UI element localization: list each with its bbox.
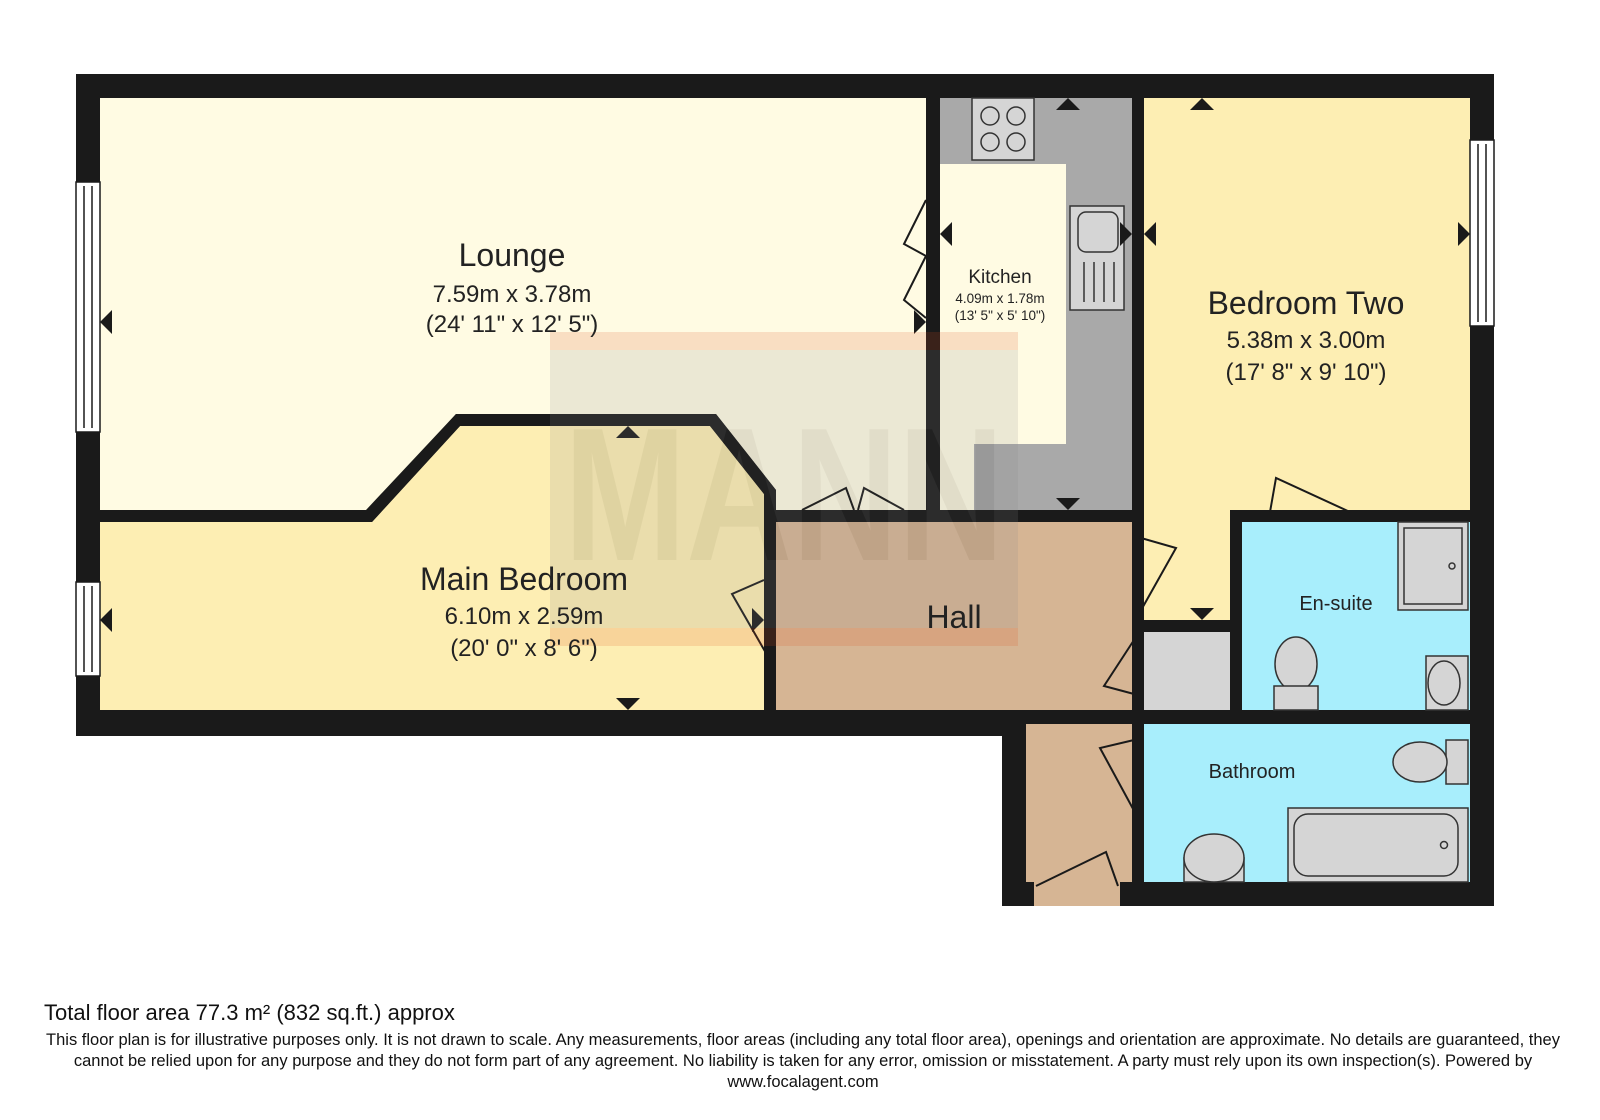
bedroom-two-imperial: (17' 8" x 9' 10") bbox=[1226, 359, 1387, 386]
bedroom-two-name: Bedroom Two bbox=[1208, 285, 1405, 321]
storage-cupboard bbox=[1144, 632, 1230, 710]
disclaimer: This floor plan is for illustrative purp… bbox=[46, 1031, 1560, 1091]
main-bedroom-floor bbox=[100, 426, 764, 710]
hob bbox=[971, 97, 1035, 161]
en-suite-name: En-suite bbox=[1299, 593, 1372, 615]
room-labels: Lounge 7.59m x 3.78m (24' 11" x 12' 5") … bbox=[420, 237, 1404, 783]
hall-floor bbox=[776, 522, 1132, 906]
windows bbox=[75, 139, 1495, 677]
door-swings bbox=[730, 199, 1351, 887]
main-bedroom-imperial: (20' 0" x 8' 6") bbox=[450, 635, 598, 662]
kitchen-counter bbox=[940, 98, 1132, 510]
watermark: MANN bbox=[550, 332, 1018, 646]
bedroom-two-floor bbox=[1144, 98, 1470, 620]
bedroom-two-metric: 5.38m x 3.00m bbox=[1227, 327, 1386, 354]
kitchen-name: Kitchen bbox=[968, 267, 1031, 288]
dimension-markers bbox=[100, 98, 1470, 710]
bathroom-toilet-cistern bbox=[1445, 739, 1469, 785]
lounge-metric: 7.59m x 3.78m bbox=[433, 281, 592, 308]
hall-name: Hall bbox=[926, 599, 981, 635]
watermark-text: MANN bbox=[564, 389, 1004, 601]
lounge-floor bbox=[100, 98, 926, 510]
lounge-name: Lounge bbox=[459, 237, 566, 273]
internal-walls bbox=[100, 98, 1470, 882]
bathroom-name: Bathroom bbox=[1209, 761, 1296, 783]
fixtures bbox=[971, 97, 1469, 883]
kitchen-metric: 4.09m x 1.78m bbox=[955, 291, 1044, 306]
main-bedroom-metric: 6.10m x 2.59m bbox=[445, 603, 604, 630]
total-floor-area: Total floor area 77.3 m² (832 sq.ft.) ap… bbox=[44, 1000, 455, 1025]
en-suite-toilet bbox=[1274, 636, 1318, 692]
main-bedroom-name: Main Bedroom bbox=[420, 561, 628, 597]
lounge-imperial: (24' 11" x 12' 5") bbox=[426, 311, 599, 338]
floor-plan: MANN Lounge 7.59m x 3.78m (24' 11" x 12'… bbox=[75, 74, 1495, 906]
kitchen-imperial: (13' 5" x 5' 10") bbox=[955, 308, 1046, 323]
